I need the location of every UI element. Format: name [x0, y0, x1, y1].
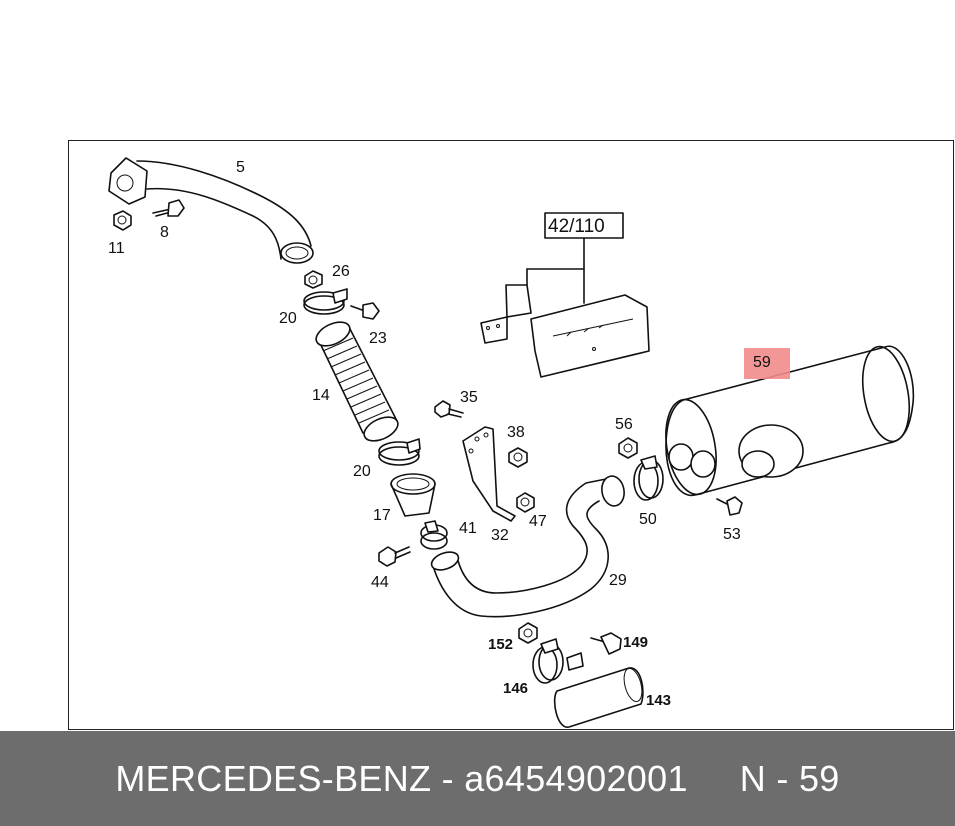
clamp-part-41 — [420, 520, 448, 550]
nut-part-47 — [516, 492, 535, 513]
parts-diagram-frame: 5 11 8 26 20 23 14 20 17 41 44 35 38 32 … — [68, 140, 954, 730]
label-part-152: 152 — [488, 636, 513, 653]
bolt-part-23 — [350, 302, 380, 320]
nut-part-26 — [304, 270, 323, 289]
label-part-20-upper: 20 — [279, 310, 297, 327]
highlight-box-part-59 — [744, 348, 790, 379]
label-part-11: 11 — [108, 240, 125, 257]
label-part-44: 44 — [371, 574, 389, 591]
heat-shield-part-42-110 — [480, 212, 650, 378]
label-part-26: 26 — [332, 263, 350, 280]
footer-bar: MERCEDES-BENZ - a6454902001 N - 59 — [0, 731, 955, 826]
bolt-part-8 — [152, 199, 185, 217]
label-part-53: 53 — [723, 526, 741, 543]
label-part-14: 14 — [312, 387, 330, 404]
bolt-part-53 — [716, 496, 743, 516]
bolt-part-44 — [378, 546, 411, 567]
clamp-part-146 — [532, 638, 584, 684]
nut-part-11 — [113, 210, 132, 231]
nut-part-152 — [518, 622, 538, 644]
clamp-part-20-upper — [303, 288, 348, 315]
label-part-38: 38 — [507, 424, 525, 441]
label-part-42-110: 42/110 — [548, 216, 605, 237]
label-part-8: 8 — [160, 224, 169, 241]
label-part-17: 17 — [373, 507, 391, 524]
bracket-part-32 — [462, 426, 516, 522]
brand-name: MERCEDES-BENZ — [115, 757, 432, 799]
label-part-41: 41 — [459, 520, 477, 537]
bolt-part-149 — [590, 632, 622, 655]
label-part-149: 149 — [623, 634, 648, 651]
caption-separator: - — [441, 757, 454, 799]
label-part-32: 32 — [491, 527, 509, 544]
part-number: a6454902001 — [464, 757, 688, 799]
label-part-35: 35 — [460, 389, 478, 406]
label-part-59: 59 — [753, 354, 771, 371]
label-part-146: 146 — [503, 680, 528, 697]
label-part-50: 50 — [639, 511, 657, 528]
clamp-part-20-lower — [378, 438, 421, 466]
label-part-23: 23 — [369, 330, 387, 347]
label-part-56: 56 — [615, 416, 633, 433]
front-pipe-part-5 — [108, 157, 314, 264]
label-part-47: 47 — [529, 513, 547, 530]
label-part-5: 5 — [236, 159, 245, 176]
position-label: N - 59 — [739, 757, 840, 799]
silencer-part-59 — [665, 345, 915, 496]
label-part-143: 143 — [646, 692, 671, 709]
flex-pipe-part-14 — [315, 321, 399, 442]
exhaust-parts-diagram: 5 11 8 26 20 23 14 20 17 41 44 35 38 32 … — [108, 157, 915, 728]
intermediate-pipe-part-29 — [430, 475, 625, 618]
nut-part-38 — [508, 447, 528, 468]
bolt-part-35 — [434, 400, 464, 418]
sleeve-part-17 — [390, 473, 436, 517]
tail-pipe-part-143 — [553, 667, 644, 728]
footer-caption: MERCEDES-BENZ - a6454902001 N - 59 — [0, 731, 955, 826]
nut-part-56 — [618, 437, 638, 459]
clamp-part-50 — [633, 455, 664, 501]
label-part-20-lower: 20 — [353, 463, 371, 480]
label-part-29: 29 — [609, 572, 627, 589]
